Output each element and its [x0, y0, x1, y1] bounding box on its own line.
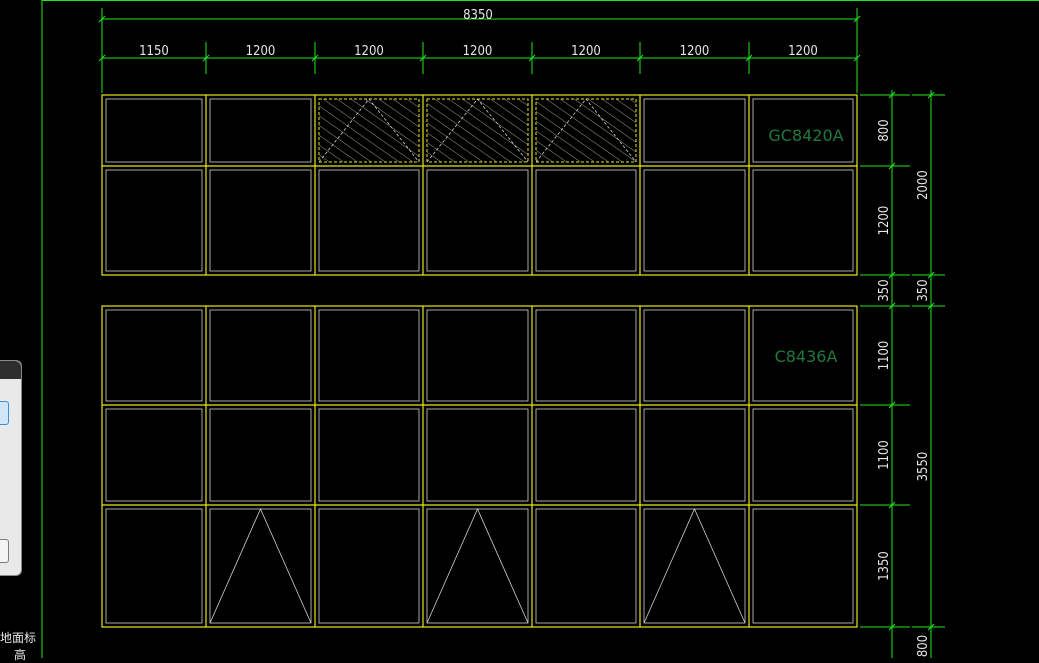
upper-glass-pane	[105, 169, 203, 272]
upper-glass-pane	[318, 98, 420, 163]
column-dim-tick	[419, 54, 427, 62]
column-dim-tick	[853, 54, 861, 62]
lower-glass-pane	[752, 309, 854, 402]
lower-opening-symbol	[426, 508, 529, 624]
lower-glass-pane	[105, 309, 203, 402]
column-width-label: 1200	[246, 44, 276, 59]
upper-opening-symbol	[535, 98, 637, 163]
bottom-partial-height-label: 800	[916, 635, 931, 657]
lower-glass-pane	[209, 309, 312, 402]
total-dim-tick	[927, 271, 935, 279]
gap-height-label: 350	[877, 279, 892, 301]
column-width-label: 1200	[788, 44, 818, 59]
upper-glass-pane	[209, 169, 312, 272]
lower-window-tag: C8436A	[775, 347, 838, 366]
lower-row-height-label: 1350	[877, 551, 892, 581]
lower-row-height-label: 1100	[877, 341, 892, 371]
upper-glass-pane	[535, 98, 637, 163]
column-dim-tick	[636, 54, 644, 62]
total-dim-tick	[927, 91, 935, 99]
lower-glass-pane	[318, 408, 420, 502]
upper-outer-frame	[101, 94, 858, 276]
row-dim-tick	[888, 162, 896, 170]
column-width-label: 1200	[354, 44, 384, 59]
gap-total-height-label: 350	[916, 279, 931, 301]
upper-row-height-label: 800	[877, 119, 892, 141]
side-dialog-titlebar[interactable]	[0, 361, 21, 379]
lower-glass-pane	[318, 309, 420, 402]
upper-glass-pane	[535, 169, 637, 272]
upper-window-tag: GC8420A	[768, 126, 843, 145]
lower-glass-pane	[426, 508, 529, 624]
lower-glass-pane	[209, 408, 312, 502]
lower-glass-pane	[105, 408, 203, 502]
lower-total-height-label: 3550	[916, 452, 931, 482]
side-label-ground: 地面标	[0, 631, 37, 645]
upper-glass-pane	[105, 98, 203, 163]
lower-opening-symbol	[643, 508, 746, 624]
total-dim-tick	[927, 302, 935, 310]
upper-glass-pane	[643, 98, 746, 163]
total-dim-tick	[927, 623, 935, 631]
side-label-height: 高	[14, 648, 27, 662]
column-width-label: 1200	[463, 44, 493, 59]
lower-glass-pane	[643, 408, 746, 502]
lower-glass-pane	[752, 508, 854, 624]
side-dialog-active-button[interactable]	[0, 401, 9, 425]
lower-window-c8436a	[101, 305, 858, 628]
lower-glass-pane	[535, 508, 637, 624]
lower-glass-pane	[535, 309, 637, 402]
upper-glass-pane	[752, 98, 854, 163]
row-dim-tick	[888, 302, 896, 310]
upper-total-height-label: 2000	[916, 170, 931, 200]
column-width-label: 1200	[680, 44, 710, 59]
upper-opening-symbol	[426, 98, 529, 163]
lower-outer-frame	[101, 305, 858, 628]
lower-glass-pane	[535, 408, 637, 502]
column-dim-tick	[311, 54, 319, 62]
lower-glass-pane	[426, 309, 529, 402]
row-dim-tick	[888, 91, 896, 99]
row-dim-tick	[888, 501, 896, 509]
overall-dim-tick	[98, 15, 106, 23]
lower-row-height-label: 1100	[877, 440, 892, 470]
lower-glass-pane	[426, 408, 529, 502]
column-width-label: 1200	[571, 44, 601, 59]
lower-glass-pane	[643, 309, 746, 402]
lower-opening-symbol	[209, 508, 312, 624]
overall-width-label: 8350	[463, 8, 493, 23]
upper-glass-pane	[318, 169, 420, 272]
overall-dim-tick	[853, 15, 861, 23]
column-dim-tick	[528, 54, 536, 62]
upper-window-gc8420a	[101, 94, 858, 276]
upper-glass-pane	[643, 169, 746, 272]
column-dim-tick	[202, 54, 210, 62]
row-dim-tick	[888, 401, 896, 409]
lower-glass-pane	[752, 408, 854, 502]
upper-glass-pane	[752, 169, 854, 272]
lower-glass-pane	[209, 508, 312, 624]
lower-glass-pane	[105, 508, 203, 624]
lower-glass-pane	[643, 508, 746, 624]
top-dimensions: 1150 1200 1200 1200 1200 1200 1200	[98, 8, 861, 93]
row-dim-tick	[888, 623, 896, 631]
column-dim-tick	[745, 54, 753, 62]
lower-glass-pane	[318, 508, 420, 624]
row-dim-tick	[888, 271, 896, 279]
right-dimensions: 800 1200 2000 350 350 1100 1100 1350 3550 800	[860, 90, 945, 658]
column-width-label: 1150	[139, 44, 169, 59]
side-dialog-panel[interactable]	[0, 360, 22, 576]
upper-glass-pane	[426, 98, 529, 163]
upper-opening-symbol	[318, 98, 420, 163]
side-dialog-button[interactable]	[0, 539, 9, 563]
upper-glass-pane	[426, 169, 529, 272]
upper-row-height-label: 1200	[877, 206, 892, 236]
upper-glass-pane	[209, 98, 312, 163]
column-dim-tick	[98, 54, 106, 62]
